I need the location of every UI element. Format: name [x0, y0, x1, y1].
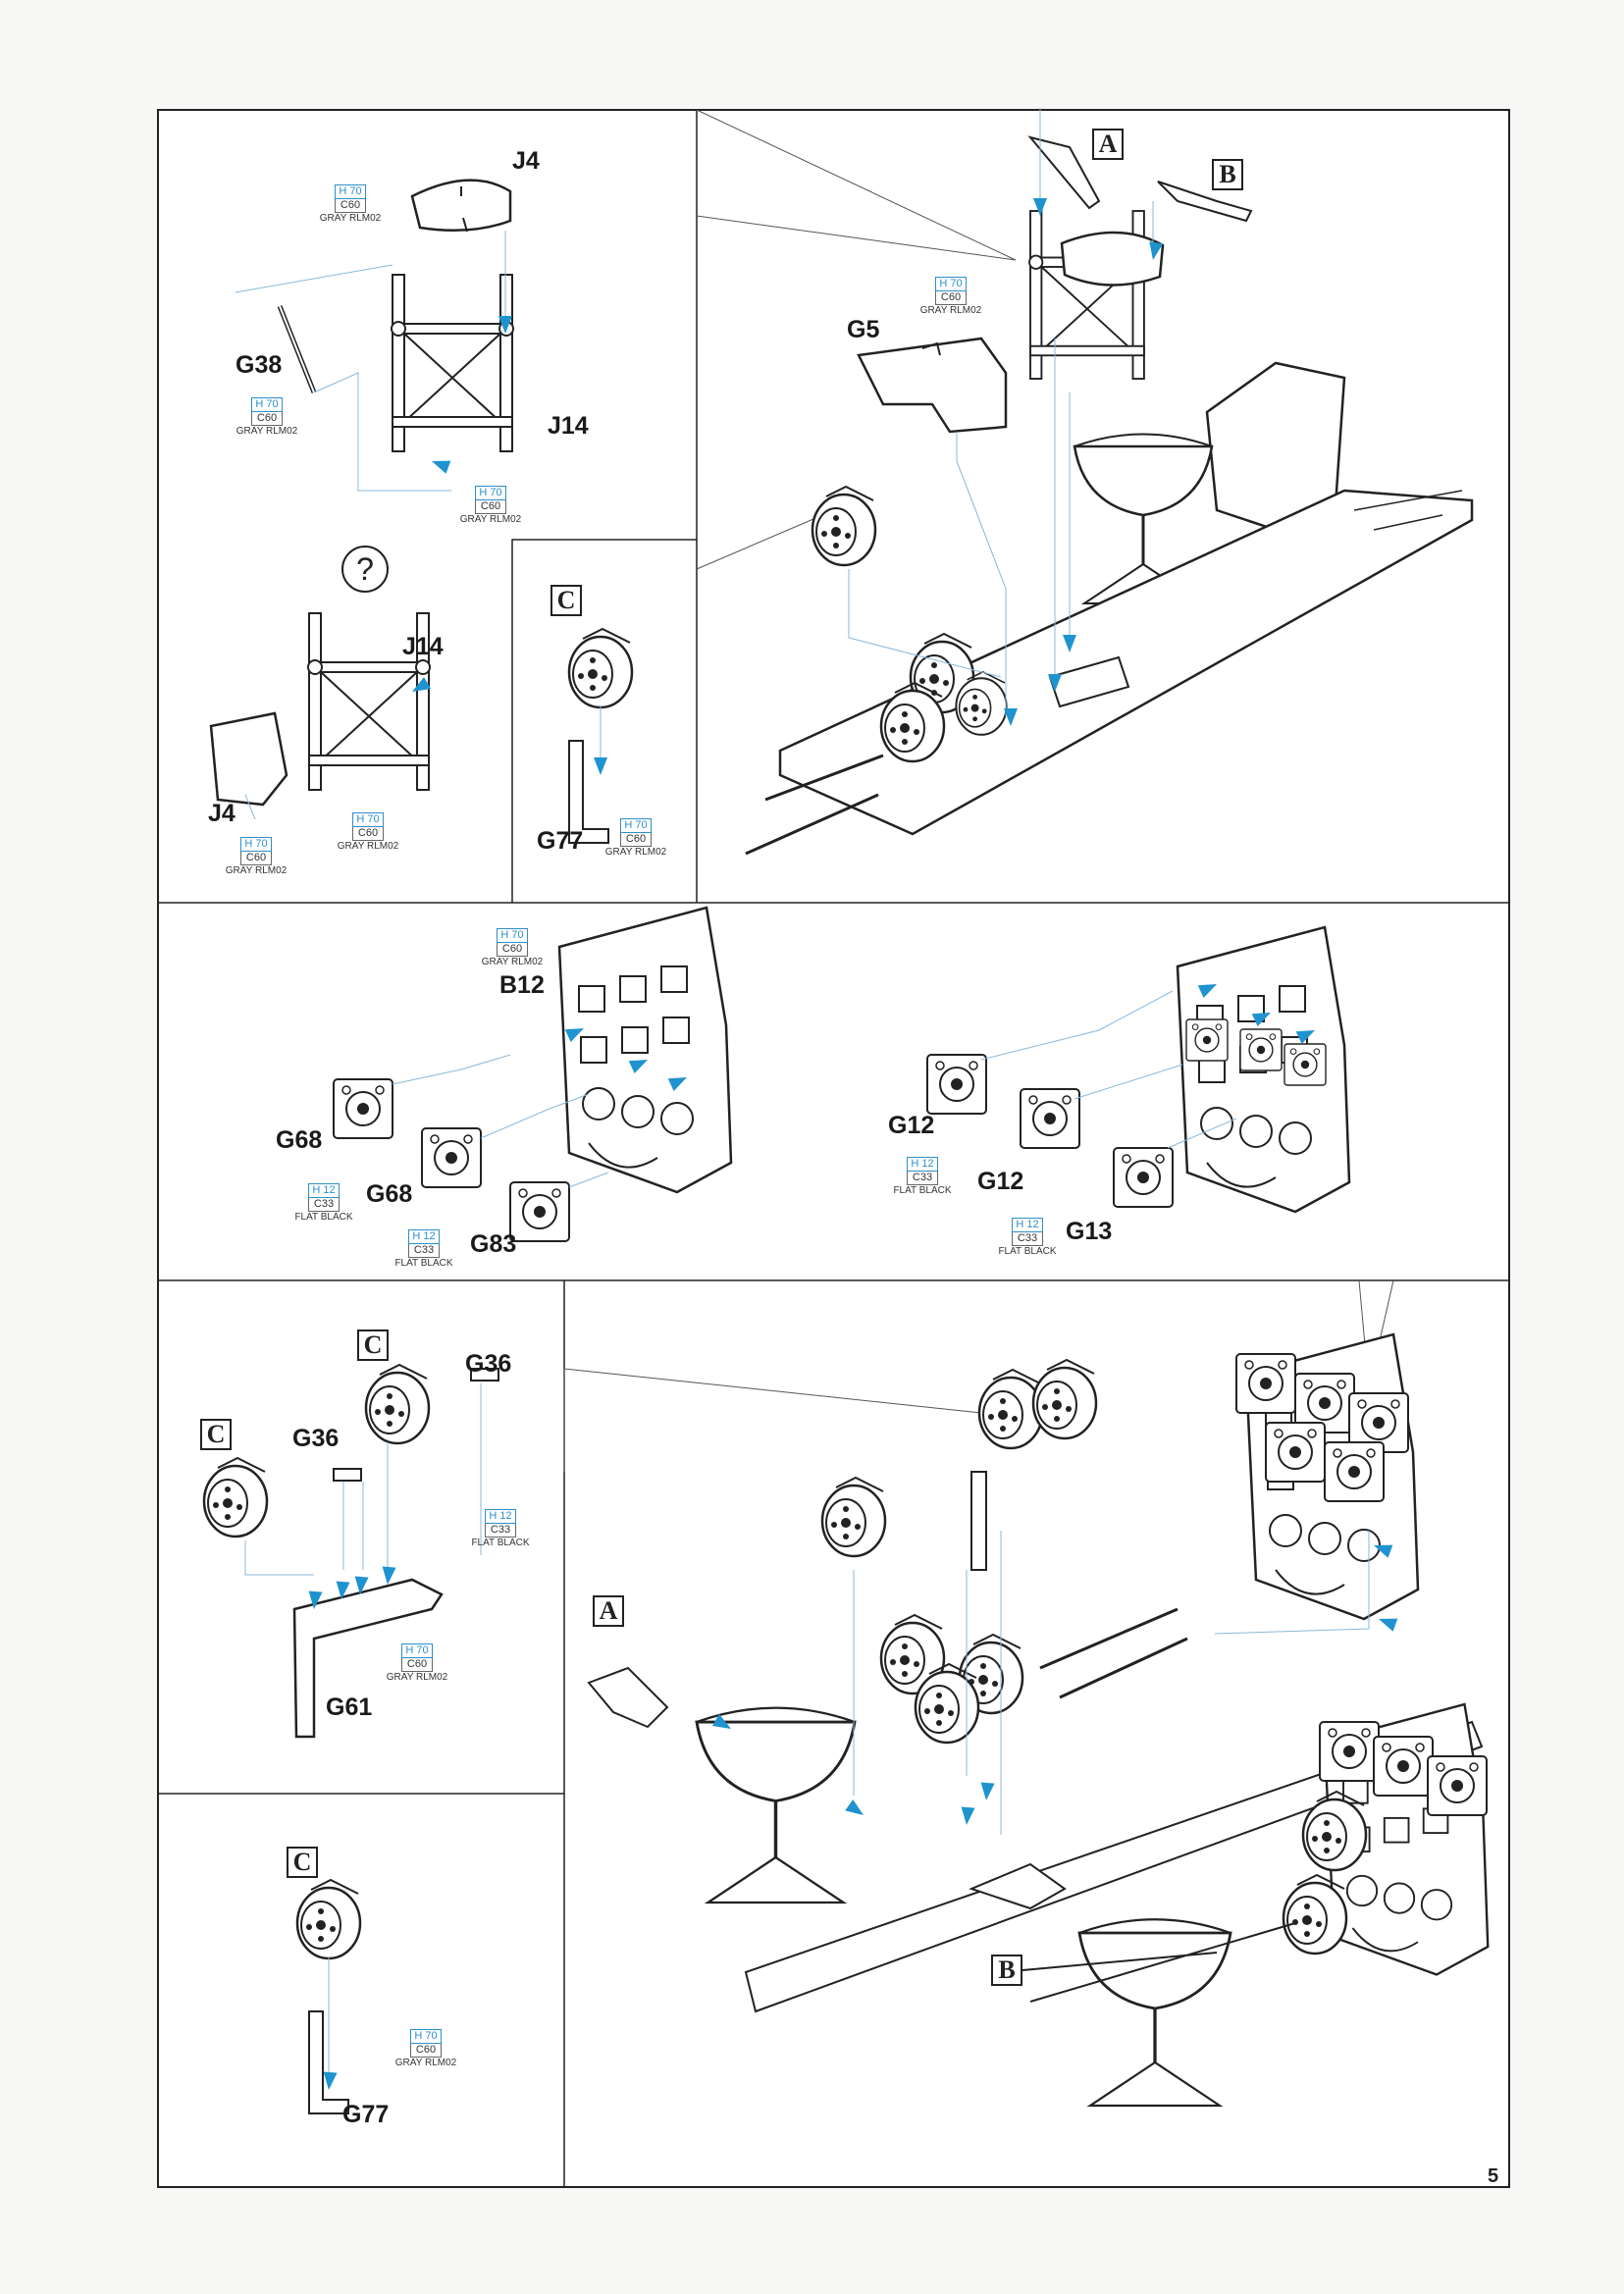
part-label-g36: G36: [292, 1425, 340, 1452]
part-label-j4: J4: [208, 800, 236, 827]
part-label-g38: G38: [236, 351, 283, 379]
paint-name: GRAY RLM02: [386, 1672, 448, 1683]
paint-name: FLAT BLACK: [471, 1538, 530, 1548]
part-label-g36: G36: [465, 1350, 512, 1378]
paint-code-hobby: H 12: [308, 1183, 340, 1198]
subassembly-a-marker: A: [1092, 129, 1124, 160]
paint-callout-gray: H 70 C60 GRAY RLM02: [582, 816, 690, 858]
paint-callout-gray: H 70 C60 GRAY RLM02: [213, 395, 321, 437]
paint-code-hobby: H 70: [410, 2029, 442, 2044]
paint-name: GRAY RLM02: [459, 514, 522, 525]
paint-callout-black: H 12 C33 FLAT BLACK: [973, 1216, 1081, 1257]
paint-code-mr: C33: [1012, 1232, 1043, 1246]
part-label-g68: G68: [276, 1126, 323, 1154]
paint-code-mr: C33: [308, 1198, 340, 1212]
paint-callout-black: H 12 C33 FLAT BLACK: [370, 1227, 478, 1269]
page-number: 5: [1488, 2165, 1499, 2187]
part-label-g13: G13: [1066, 1218, 1113, 1245]
paint-code-hobby: H 12: [907, 1157, 938, 1172]
paint-code-hobby: H 70: [475, 486, 506, 500]
paint-callout-gray: H 70 C60 GRAY RLM02: [372, 2027, 480, 2068]
paint-name: GRAY RLM02: [604, 847, 667, 858]
paint-code-mr: C60: [497, 943, 528, 957]
paint-code-mr: C60: [352, 827, 384, 841]
paint-code-hobby: H 12: [408, 1229, 440, 1244]
paint-callout-gray: H 70 C60 GRAY RLM02: [363, 1642, 471, 1683]
paint-callout-gray: H 70 C60 GRAY RLM02: [296, 182, 404, 224]
paint-code-mr: C60: [935, 291, 967, 305]
paint-name: GRAY RLM02: [225, 865, 288, 876]
paint-callout-gray: H 70 C60 GRAY RLM02: [437, 484, 545, 525]
part-label-g77: G77: [342, 2101, 390, 2128]
paint-code-hobby: H 70: [401, 1643, 433, 1658]
subassembly-c-marker: C: [200, 1419, 232, 1450]
paint-name: FLAT BLACK: [893, 1185, 952, 1196]
part-label-g83: G83: [470, 1230, 517, 1258]
part-label-g68: G68: [366, 1180, 413, 1208]
paint-code-mr: C33: [408, 1244, 440, 1258]
subassembly-a-marker: A: [593, 1595, 624, 1627]
paint-name: GRAY RLM02: [319, 213, 382, 224]
subassembly-c-marker: C: [550, 585, 582, 616]
paint-name: GRAY RLM02: [337, 841, 399, 852]
paint-code-hobby: H 70: [251, 397, 283, 412]
paint-code-mr: C60: [335, 199, 366, 213]
part-label-g5: G5: [847, 316, 880, 343]
paint-code-hobby: H 12: [485, 1509, 516, 1524]
part-label-b12: B12: [499, 971, 545, 999]
paint-name: GRAY RLM02: [481, 957, 544, 967]
paint-callout-gray: H 70 C60 GRAY RLM02: [314, 810, 422, 852]
paint-code-hobby: H 12: [1012, 1218, 1043, 1232]
paint-code-hobby: H 70: [620, 818, 652, 833]
paint-code-mr: C60: [410, 2044, 442, 2058]
paint-code-hobby: H 70: [352, 812, 384, 827]
subassembly-b-marker: B: [1212, 159, 1243, 190]
paint-code-hobby: H 70: [497, 928, 528, 943]
paint-callout-gray: H 70 C60 GRAY RLM02: [458, 926, 566, 967]
paint-code-mr: C60: [251, 412, 283, 426]
paint-name: GRAY RLM02: [394, 2058, 457, 2068]
paint-code-mr: C60: [475, 500, 506, 514]
paint-code-hobby: H 70: [935, 277, 967, 291]
part-label-j14: J14: [402, 633, 444, 660]
part-label-g12: G12: [977, 1168, 1024, 1195]
paint-code-mr: C60: [401, 1658, 433, 1672]
paint-name: GRAY RLM02: [919, 305, 982, 316]
part-label-j14: J14: [548, 412, 589, 440]
paint-callout-gray: H 70 C60 GRAY RLM02: [202, 835, 310, 876]
part-label-g61: G61: [326, 1694, 373, 1721]
part-label-g77: G77: [537, 827, 584, 855]
part-label-j4: J4: [512, 147, 540, 175]
subassembly-c-marker: C: [357, 1329, 389, 1361]
part-label-g12: G12: [888, 1112, 935, 1139]
paint-code-mr: C60: [620, 833, 652, 847]
paint-name: FLAT BLACK: [998, 1246, 1057, 1257]
paint-name: GRAY RLM02: [236, 426, 298, 437]
paint-code-mr: C33: [485, 1524, 516, 1538]
paint-callout-black: H 12 C33 FLAT BLACK: [270, 1181, 378, 1223]
paint-callout-black: H 12 C33 FLAT BLACK: [868, 1155, 976, 1196]
paint-code-mr: C33: [907, 1172, 938, 1185]
paint-callout-black: H 12 C33 FLAT BLACK: [446, 1507, 554, 1548]
paint-code-mr: C60: [240, 852, 272, 865]
paint-code-hobby: H 70: [335, 184, 366, 199]
paint-name: FLAT BLACK: [394, 1258, 453, 1269]
subassembly-b-marker: B: [991, 1955, 1022, 1986]
question-mark-icon: ?: [341, 546, 389, 593]
paint-callout-gray: H 70 C60 GRAY RLM02: [897, 275, 1005, 316]
paint-name: FLAT BLACK: [294, 1212, 353, 1223]
subassembly-c-marker: C: [287, 1847, 318, 1878]
paint-code-hobby: H 70: [240, 837, 272, 852]
